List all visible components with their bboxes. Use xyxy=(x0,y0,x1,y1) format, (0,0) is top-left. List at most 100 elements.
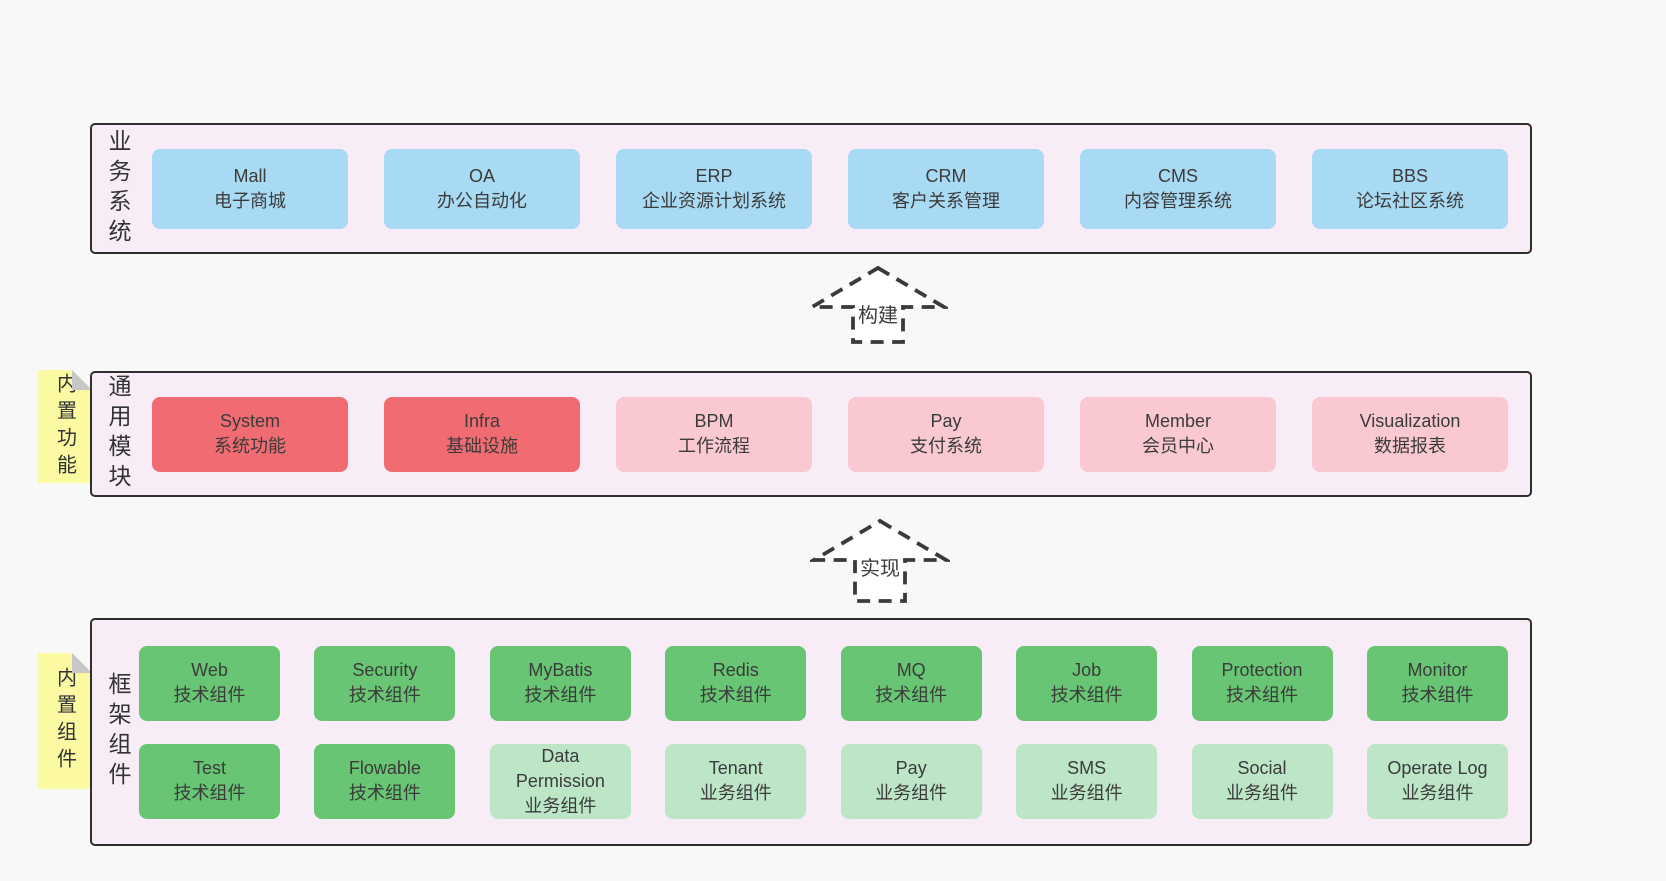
module-desc: 技术组件 xyxy=(348,685,421,705)
module-desc: 办公自动化 xyxy=(437,190,527,211)
module-desc: 业务组件 xyxy=(699,783,772,803)
module-name: Operate Log xyxy=(1387,758,1488,778)
module-name: SMS xyxy=(1067,758,1107,778)
module-desc: 业务组件 xyxy=(1401,783,1474,803)
module-name: Security xyxy=(352,660,418,680)
module-desc: 技术组件 xyxy=(1050,685,1123,705)
module-name: Data Permission xyxy=(515,745,605,791)
band-rows: Mall 电子商城 OA 办公自动化 ERP 企业资源计划系统 CRM 客户关系管理 CMS 内容… xyxy=(152,125,1508,252)
module-name: Web xyxy=(191,660,228,680)
module-desc: 技术组件 xyxy=(348,783,421,803)
note-fold-corner-icon xyxy=(72,370,92,390)
module-name: ERP xyxy=(695,165,733,186)
arrow-label: 实现 xyxy=(857,556,903,582)
module-box-redis: Redis 技术组件 xyxy=(665,645,807,721)
module-box-sms: SMS 业务组件 xyxy=(1016,743,1158,819)
module-name: OA xyxy=(468,165,495,186)
module-box-monitor: Monitor 技术组件 xyxy=(1366,645,1508,721)
module-row: Mall 电子商城 OA 办公自动化 ERP 企业资源计划系统 CRM 客户关系管理 CMS 内容… xyxy=(152,148,1508,229)
module-box-protection: Protection 技术组件 xyxy=(1191,645,1333,721)
module-name: Member xyxy=(1144,411,1211,431)
band-side-label: 业务系统 xyxy=(105,128,131,249)
module-box-bpm: BPM 工作流程 xyxy=(616,396,812,472)
module-name: CRM xyxy=(925,165,967,186)
module-name: Pay xyxy=(930,411,962,431)
module-box-test: Test 技术组件 xyxy=(139,743,280,819)
module-name: Job xyxy=(1072,660,1102,680)
module-box-visualization: Visualization 数据报表 xyxy=(1312,396,1508,472)
sticky-note-builtin-components: 内置组件 xyxy=(38,653,92,789)
module-box-cms: CMS 内容管理系统 xyxy=(1080,148,1276,229)
module-name: Pay xyxy=(895,758,927,778)
module-desc: 技术组件 xyxy=(1401,685,1474,705)
module-box-bbs: BBS 论坛社区系统 xyxy=(1312,148,1508,229)
module-desc: 技术组件 xyxy=(699,685,772,705)
band-business-systems: 业务系统 Mall 电子商城 OA 办公自动化 ERP 企业资源计划系统 CRM 客户关系管理… xyxy=(90,123,1532,254)
module-name: Monitor xyxy=(1407,660,1468,680)
module-desc: 客户关系管理 xyxy=(892,190,1000,211)
module-box-erp: ERP 企业资源计划系统 xyxy=(616,148,812,229)
module-name: Infra xyxy=(463,411,501,431)
band-side-label: 通用模块 xyxy=(105,374,131,494)
module-desc: 技术组件 xyxy=(173,685,246,705)
module-box-security: Security 技术组件 xyxy=(314,645,456,721)
module-desc: 业务组件 xyxy=(1050,783,1123,803)
module-desc: 系统功能 xyxy=(214,436,286,456)
module-box-operate-log: Operate Log 业务组件 xyxy=(1366,743,1508,819)
module-desc: 电子商城 xyxy=(214,190,286,211)
module-desc: 基础设施 xyxy=(446,436,518,456)
module-name: Mall xyxy=(233,165,267,186)
module-name: Visualization xyxy=(1359,411,1461,431)
module-name: BPM xyxy=(694,411,734,431)
module-name: BBS xyxy=(1391,165,1429,186)
module-name: Redis xyxy=(712,660,759,680)
module-box-mall: Mall 电子商城 xyxy=(152,148,348,229)
module-desc: 业务组件 xyxy=(1226,783,1299,803)
module-desc: 业务组件 xyxy=(524,795,597,816)
module-box-oa: OA 办公自动化 xyxy=(384,148,580,229)
module-name: Protection xyxy=(1221,660,1303,680)
module-box-web: Web 技术组件 xyxy=(139,645,280,721)
module-box-pay: Pay 业务组件 xyxy=(840,743,982,819)
module-desc: 业务组件 xyxy=(875,783,948,803)
module-desc: 技术组件 xyxy=(1226,685,1299,705)
module-name: CMS xyxy=(1158,165,1198,186)
module-box-infra: Infra 基础设施 xyxy=(384,396,580,472)
module-desc: 论坛社区系统 xyxy=(1356,190,1464,211)
note-fold-corner-icon xyxy=(72,653,92,673)
module-box-flowable: Flowable 技术组件 xyxy=(314,743,456,819)
module-box-crm: CRM 客户关系管理 xyxy=(848,148,1044,229)
implement-arrow: 实现 xyxy=(810,516,950,604)
module-desc: 数据报表 xyxy=(1374,436,1446,456)
module-desc: 企业资源计划系统 xyxy=(642,190,786,211)
module-desc: 内容管理系统 xyxy=(1124,190,1232,211)
module-box-job: Job 技术组件 xyxy=(1016,645,1158,721)
module-box-tenant: Tenant 业务组件 xyxy=(665,743,807,819)
note-label: 内置组件 xyxy=(53,667,76,775)
module-name: MyBatis xyxy=(528,660,593,680)
module-name: Tenant xyxy=(708,758,763,778)
build-arrow: 构建 xyxy=(808,263,948,345)
band-side-label: 框架组件 xyxy=(105,672,131,792)
module-desc: 工作流程 xyxy=(678,436,750,456)
sticky-note-builtin-features: 内置功能 xyxy=(38,370,92,483)
note-label: 内置功能 xyxy=(53,372,76,481)
module-name: MQ xyxy=(896,660,926,680)
module-name: Social xyxy=(1237,758,1287,778)
module-box-data-permission: Data Permission 业务组件 xyxy=(489,743,631,819)
module-name: Test xyxy=(192,758,226,778)
module-name: Flowable xyxy=(348,758,421,778)
module-desc: 技术组件 xyxy=(173,783,246,803)
